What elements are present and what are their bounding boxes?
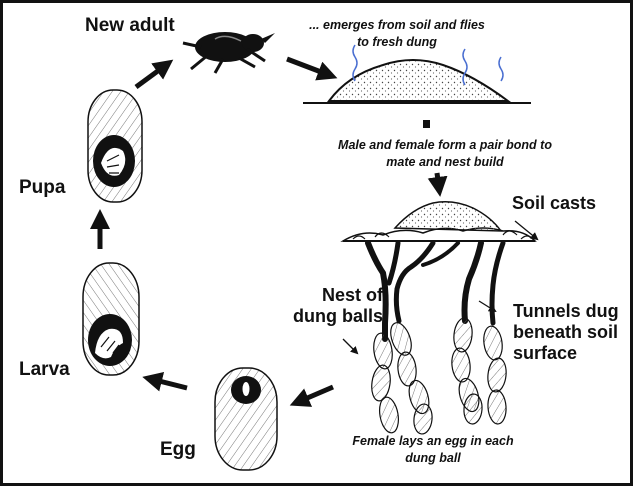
dung-ball-chain (370, 317, 508, 435)
note-pair-line-2: mate and nest build (325, 154, 565, 171)
label-tunnels-line-2: beneath soil (513, 322, 619, 343)
label-tunnels-line-1: Tunnels dug (513, 301, 619, 322)
label-tunnels: Tunnels dug beneath soil surface (513, 301, 619, 364)
note-pair-bond: Male and female form a pair bond to mate… (325, 137, 565, 171)
label-larva: Larva (19, 359, 70, 380)
note-emerges-line-2: to fresh dung (301, 34, 493, 51)
larva-brood-ball-icon (83, 263, 139, 375)
label-pupa: Pupa (19, 177, 65, 198)
note-emerges: ... emerges from soil and flies to fresh… (301, 17, 493, 51)
dung-pile-icon (303, 60, 531, 103)
label-nest-of-dung-balls: Nest of dung balls (293, 285, 383, 327)
soil-surface (343, 202, 535, 241)
label-nest-line-1: Nest of (293, 285, 383, 306)
note-emerges-line-1: ... emerges from soil and flies (301, 17, 493, 34)
label-egg: Egg (160, 439, 196, 460)
label-new-adult: New adult (85, 15, 175, 36)
note-female-line-2: dung ball (349, 450, 517, 467)
note-female-lays: Female lays an egg in each dung ball (349, 433, 517, 467)
label-tunnels-line-3: surface (513, 343, 619, 364)
note-pair-line-1: Male and female form a pair bond to (325, 137, 565, 154)
note-female-line-1: Female lays an egg in each (349, 433, 517, 450)
label-soil-casts: Soil casts (512, 193, 596, 214)
bullet-mark (423, 120, 430, 128)
burrow-tunnels (368, 243, 503, 339)
beetle-icon (183, 32, 275, 73)
label-nest-line-2: dung balls (293, 306, 383, 327)
diagram-artwork (3, 3, 630, 483)
egg-brood-ball-icon (215, 368, 277, 470)
pupa-brood-ball-icon (88, 90, 142, 202)
